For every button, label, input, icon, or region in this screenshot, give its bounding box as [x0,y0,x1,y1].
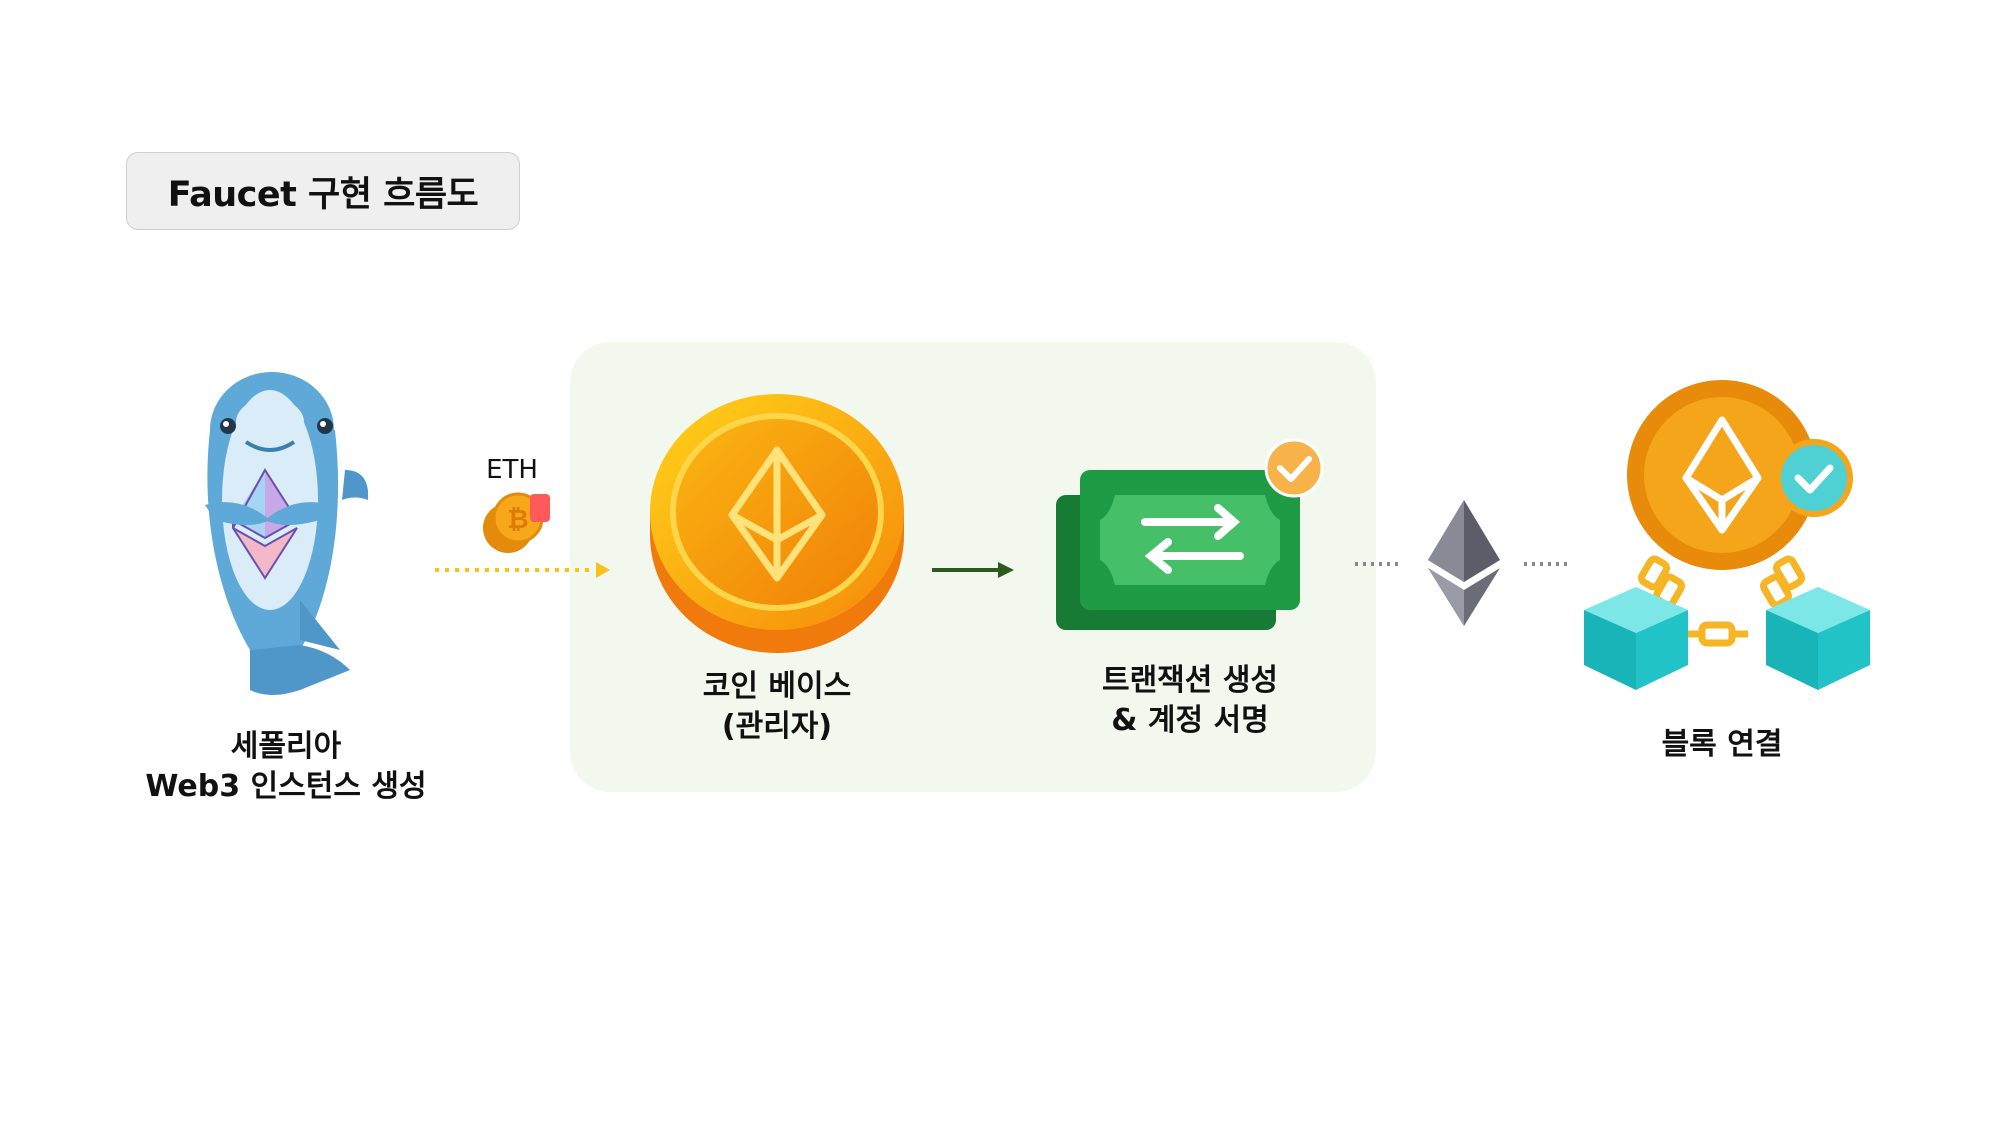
sepolia-node-label: 세폴리아 Web3 인스턴스 생성 [145,727,426,807]
bitcoin-coin-icon: ₿ [483,492,550,553]
ethereum-coin-icon [650,394,904,653]
eth-edge-label: ETH [486,455,538,485]
coinbase-label-line1: 코인 베이스 [702,669,852,704]
block-node-label: 블록 연결 [1662,725,1783,765]
coinbase-node-label: 코인 베이스 (관리자) [703,667,851,747]
coinbase-to-transaction-arrow [932,562,1014,578]
svg-text:₿: ₿ [507,505,528,535]
transaction-label-line2: & 계정 서명 [1111,703,1269,738]
block-label-line1: 블록 연결 [1661,727,1783,762]
blockchain-icon [1584,380,1870,690]
coinbase-label-line2: (관리자) [721,709,833,744]
transaction-label-line1: 트랜잭션 생성 [1101,663,1279,698]
sepolia-label-line1: 세폴리아 [230,729,342,764]
transaction-node-label: 트랜잭션 생성 & 계정 서명 [1102,661,1278,741]
eth-transfer-arrow [435,562,610,578]
ethereum-logo-icon [1428,500,1500,626]
transfer-bill-icon [1056,438,1324,630]
sepolia-label-line2: Web3 인스턴스 생성 [145,769,427,804]
diagram-title: Faucet 구현 흐름도 [126,152,520,230]
dolphin-icon [205,372,369,695]
